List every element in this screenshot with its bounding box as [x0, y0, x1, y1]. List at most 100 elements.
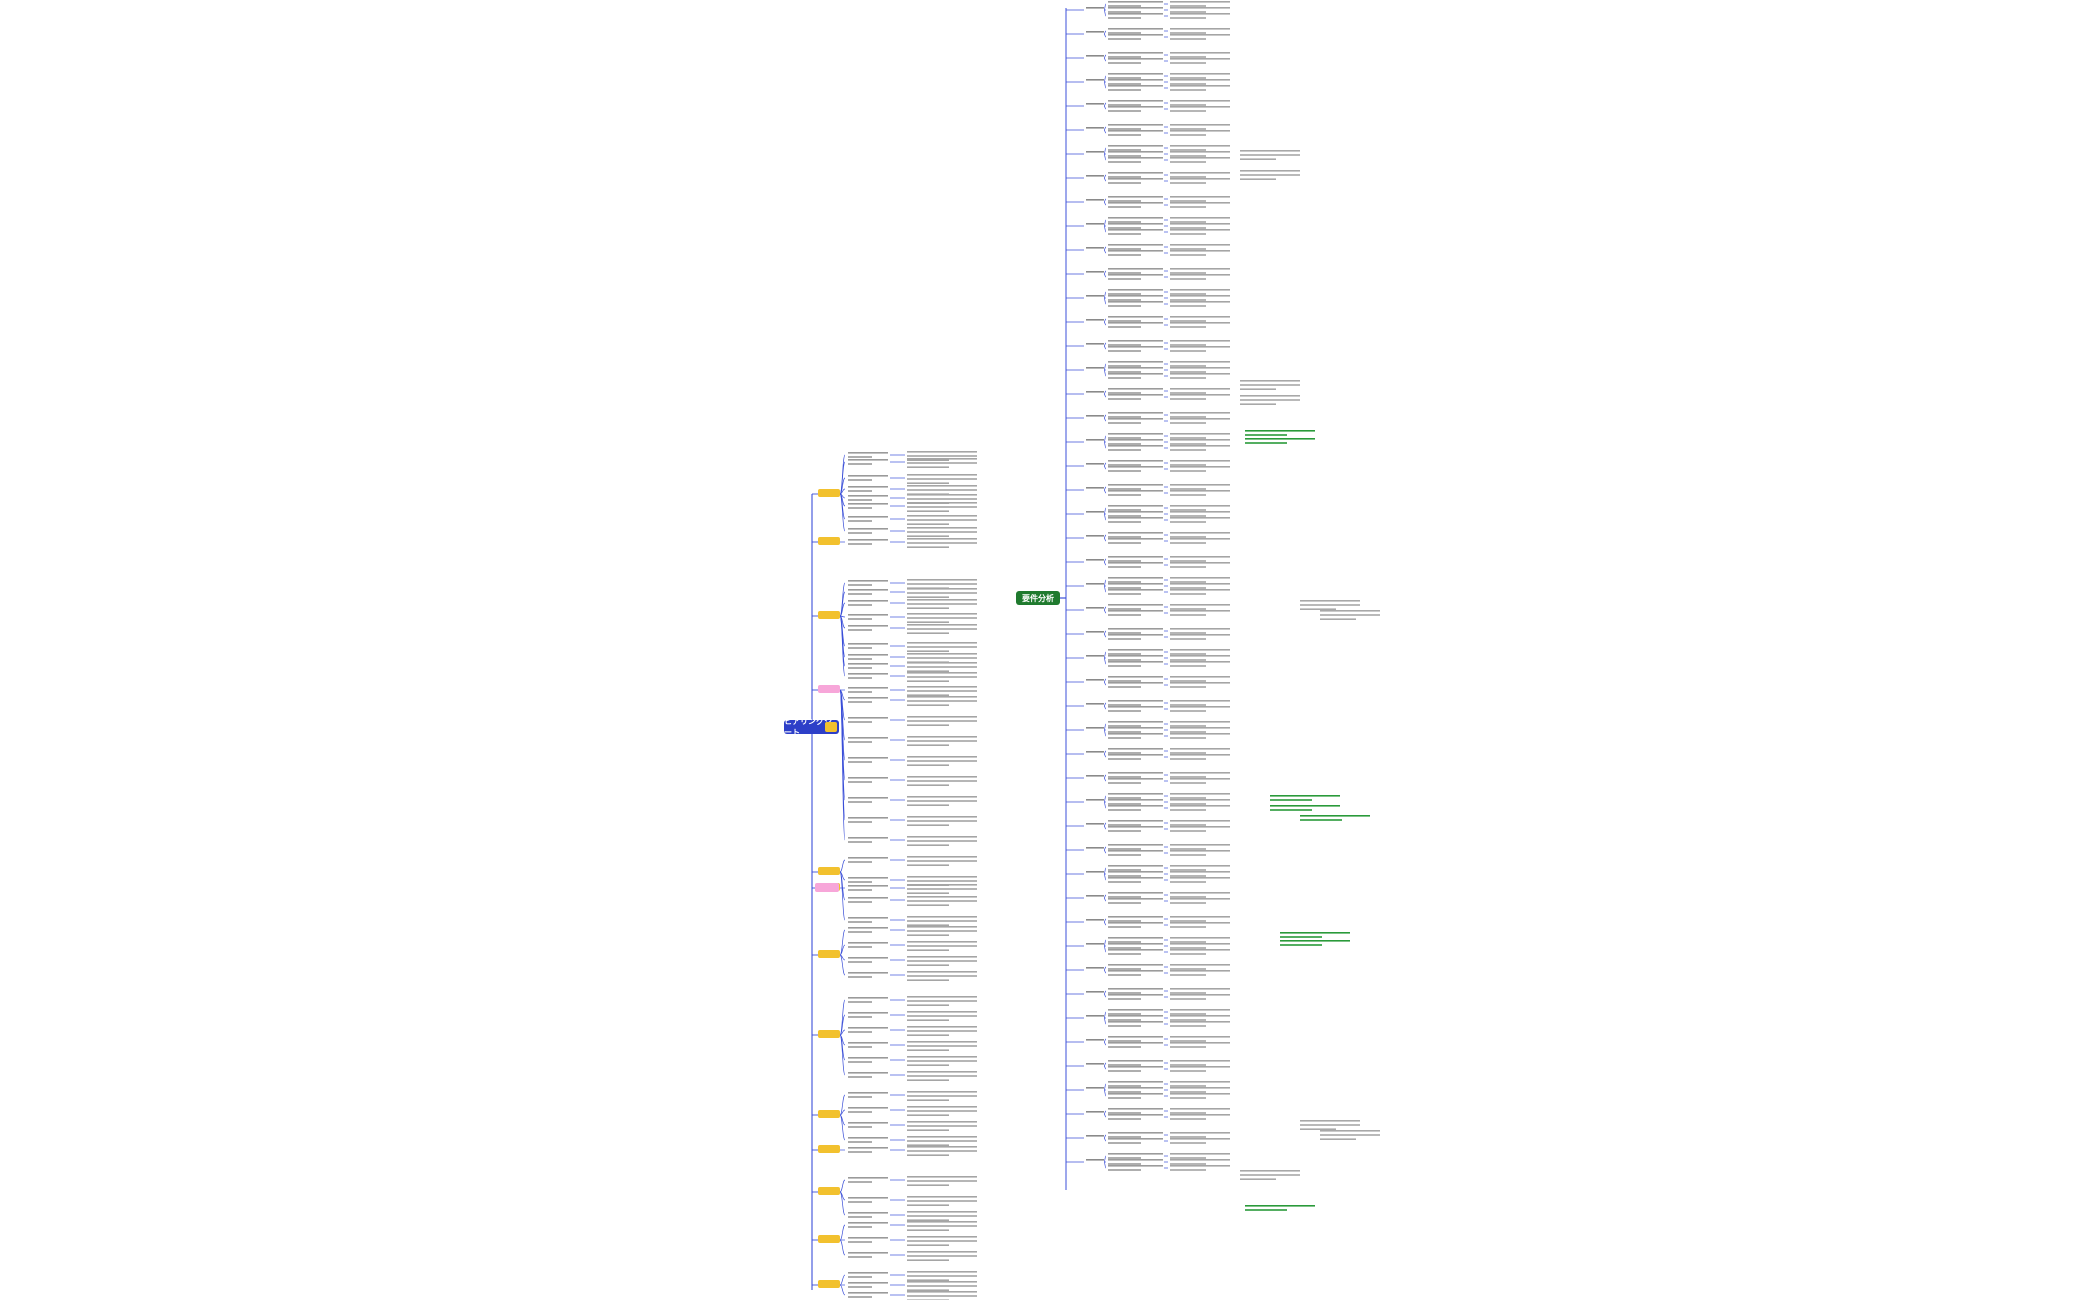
right-category-text — [1086, 847, 1104, 849]
right-detail-text — [1170, 916, 1230, 918]
detail-text — [907, 624, 977, 626]
right-branch-text — [1108, 521, 1141, 523]
connector-line — [1103, 894, 1107, 899]
branch-text — [848, 654, 888, 656]
right-branch-text — [1108, 299, 1141, 301]
right-detail-text — [1170, 799, 1230, 801]
detail-text — [907, 1125, 977, 1127]
requirement-analysis-node[interactable]: 要件分析 — [1016, 591, 1060, 605]
connector-line — [1103, 1110, 1107, 1115]
right-branch-text — [1108, 1066, 1163, 1068]
detail-text — [907, 1015, 977, 1017]
right-branch-text — [1108, 1132, 1163, 1134]
green-note-text — [1300, 819, 1342, 821]
right-category-text — [1086, 799, 1104, 801]
right-branch-text — [1108, 970, 1163, 972]
right-branch-text — [1108, 149, 1141, 151]
right-branch-text — [1108, 754, 1163, 756]
right-detail-text — [1170, 77, 1206, 79]
right-branch-text — [1108, 655, 1163, 657]
right-detail-text — [1170, 700, 1230, 702]
detail-text — [907, 670, 949, 672]
branch-text — [848, 1237, 888, 1239]
right-detail-text — [1170, 437, 1206, 439]
right-detail-text — [1170, 106, 1230, 108]
right-detail-text — [1170, 902, 1206, 904]
detail-text — [907, 880, 977, 882]
right-branch-text — [1108, 151, 1163, 153]
detail-text — [907, 482, 949, 484]
right-branch-text — [1108, 653, 1141, 655]
connector-line — [1103, 129, 1107, 134]
right-branch-text — [1108, 124, 1163, 126]
right-detail-text — [1170, 229, 1230, 231]
right-detail-text — [1170, 865, 1230, 867]
right-detail-text — [1170, 881, 1206, 883]
branch-text — [848, 1212, 888, 1214]
right-detail-text — [1170, 820, 1230, 822]
connector-line — [1103, 3, 1107, 11]
green-note-text — [1300, 815, 1370, 817]
right-branch-text — [1108, 5, 1141, 7]
right-detail-text — [1170, 661, 1230, 663]
right-branch-text — [1108, 178, 1163, 180]
detail-text — [907, 1110, 977, 1112]
extra-detail-text — [1240, 150, 1300, 152]
detail-text — [907, 941, 977, 943]
detail-text — [907, 603, 977, 605]
right-branch-text — [1108, 820, 1163, 822]
right-detail-text — [1170, 634, 1230, 636]
extra-detail-text — [1240, 1174, 1300, 1176]
right-branch-text — [1108, 974, 1141, 976]
right-branch-text — [1108, 797, 1141, 799]
right-detail-text — [1170, 227, 1206, 229]
branch-text — [848, 757, 888, 759]
connector-line — [1103, 54, 1107, 59]
right-branch-text — [1108, 145, 1163, 147]
right-category-text — [1086, 127, 1104, 129]
detail-text — [907, 1095, 977, 1097]
connector-line — [1103, 633, 1107, 638]
right-detail-text — [1170, 896, 1206, 898]
green-note-text — [1245, 434, 1287, 436]
branch-text — [848, 741, 872, 743]
category-node — [818, 867, 840, 875]
right-detail-text — [1170, 217, 1230, 219]
right-branch-text — [1108, 130, 1163, 132]
green-note-text — [1280, 940, 1350, 942]
right-detail-text — [1170, 947, 1206, 949]
right-detail-text — [1170, 1138, 1230, 1140]
right-detail-text — [1170, 206, 1206, 208]
right-detail-text — [1170, 583, 1230, 585]
branch-text — [848, 1057, 888, 1059]
right-detail-text — [1170, 145, 1230, 147]
right-category-text — [1086, 103, 1104, 105]
branch-text — [848, 499, 872, 501]
detail-text — [907, 1140, 977, 1142]
right-branch-text — [1108, 100, 1163, 102]
right-branch-text — [1108, 968, 1141, 970]
branch-text — [848, 1241, 872, 1243]
right-branch-text — [1108, 922, 1163, 924]
right-category-text — [1086, 679, 1104, 681]
right-branch-text — [1108, 320, 1141, 322]
branch-text — [848, 618, 872, 620]
connector-line — [839, 1034, 846, 1076]
right-branch-text — [1108, 610, 1163, 612]
right-detail-text — [1170, 892, 1230, 894]
right-branch-text — [1108, 1136, 1141, 1138]
extra-detail-text — [1320, 1138, 1356, 1140]
right-branch-text — [1108, 79, 1163, 81]
detail-text — [907, 1121, 977, 1123]
right-branch-text — [1108, 604, 1163, 606]
detail-text — [907, 1060, 977, 1062]
right-branch-text — [1108, 892, 1163, 894]
detail-text — [907, 666, 977, 668]
connector-line — [1103, 369, 1107, 377]
right-category-text — [1086, 1063, 1104, 1065]
detail-text — [907, 964, 949, 966]
right-category-text — [1086, 919, 1104, 921]
detail-text — [907, 538, 977, 540]
branch-text — [848, 885, 888, 887]
detail-text — [907, 583, 977, 585]
